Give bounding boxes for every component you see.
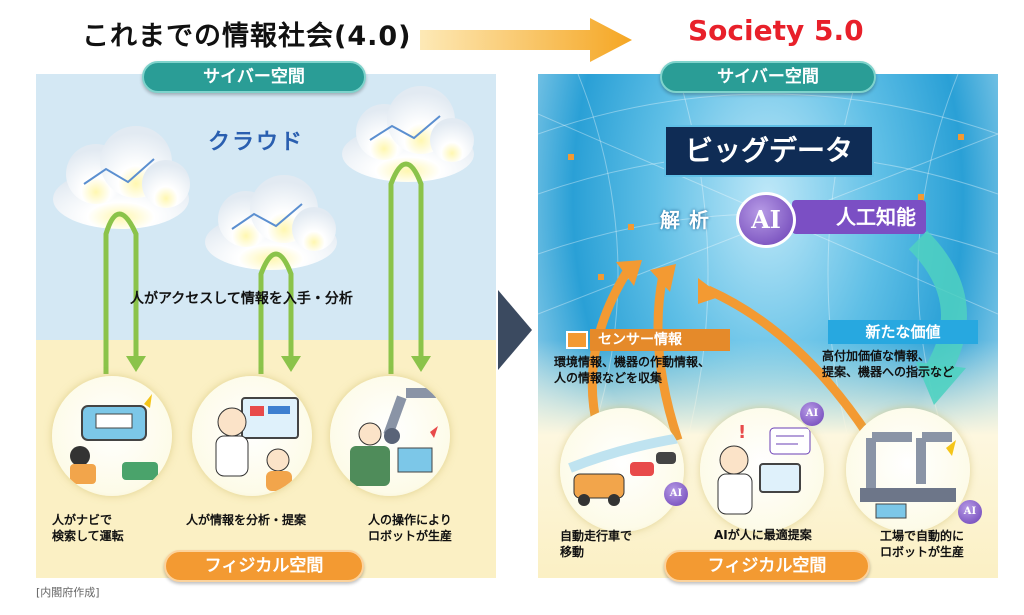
new-value-description: 高付加価値な情報、 提案、機器への指示など (822, 349, 955, 379)
caption-text: 人がナビで 検索して運転 (52, 513, 124, 543)
ai-small-badge: AI (958, 500, 982, 524)
transition-arrow-icon (420, 18, 632, 62)
cloud-icon (342, 86, 474, 182)
right-caption-ai: AIが人に最適提案 (714, 527, 812, 543)
robot-arm-icon (350, 388, 438, 486)
cloud-label: クラウド (208, 130, 305, 155)
sensor-description: 環境情報、機器の作動情報、 人の情報などを収集 (554, 355, 711, 385)
cloud-icon (53, 126, 190, 229)
svg-text:!: ! (738, 422, 746, 443)
sensor-icon (566, 331, 588, 349)
analysis-label: 解 析 (660, 208, 710, 232)
right-caption-car: 自動走行車で 移動 (560, 528, 632, 560)
left-caption-robot: 人の操作により ロボットが生産 (368, 512, 452, 544)
caption-text: 工場で自動的に ロボットが生産 (880, 529, 965, 559)
cloud-icon (205, 175, 337, 270)
left-title: これまでの情報社会(4.0) (82, 21, 412, 52)
left-physical-label: フィジカル空間 (164, 550, 364, 582)
access-text: 人がアクセスして情報を入手・分析 (130, 291, 353, 307)
ai-small-badge: AI (664, 482, 688, 506)
right-caption-factory: 工場で自動的に ロボットが生産 (880, 528, 964, 560)
autonomous-car-scene-image (560, 408, 684, 532)
big-data-box: ビッグデータ (664, 125, 874, 177)
caption-text: 自動走行車で 移動 (560, 529, 633, 559)
caption-text: 人の操作により ロボットが生産 (368, 513, 453, 543)
caption-text: 人が情報を分析・提案 (186, 513, 307, 527)
car-navigation-icon (70, 394, 158, 484)
navigation-scene-image (52, 376, 172, 496)
right-title: Society 5.0 (688, 14, 864, 47)
left-cyber-label: サイバー空間 (142, 61, 366, 93)
right-cyber-label: サイバー空間 (660, 61, 876, 93)
new-value-label: 新たな価値 (828, 320, 978, 344)
right-physical-label: フィジカル空間 (664, 550, 870, 582)
chevron-right-icon (498, 290, 532, 370)
analysis-scene-image (192, 376, 312, 496)
ai-full-label: 人工知能 (792, 200, 926, 234)
ai-small-badge: AI (800, 402, 824, 426)
person-suggestion-icon: ! (717, 422, 811, 515)
ai-suggestion-scene-image: ! (700, 408, 824, 532)
robot-operation-scene-image (330, 376, 450, 496)
factory-robot-scene-image (846, 408, 970, 532)
left-caption-navigation: 人がナビで 検索して運転 (52, 512, 124, 544)
caption-text: AIが人に最適提案 (714, 528, 812, 542)
autonomous-car-icon (568, 433, 681, 506)
left-caption-analysis: 人が情報を分析・提案 (186, 512, 306, 528)
sensor-label: センサー情報 (590, 329, 730, 351)
source-credit: [内閣府作成] (36, 586, 100, 599)
person-analysis-icon (215, 397, 299, 491)
ai-badge: AI (736, 192, 796, 248)
cloud-access-diagram (53, 86, 474, 374)
factory-robot-icon (860, 432, 956, 519)
